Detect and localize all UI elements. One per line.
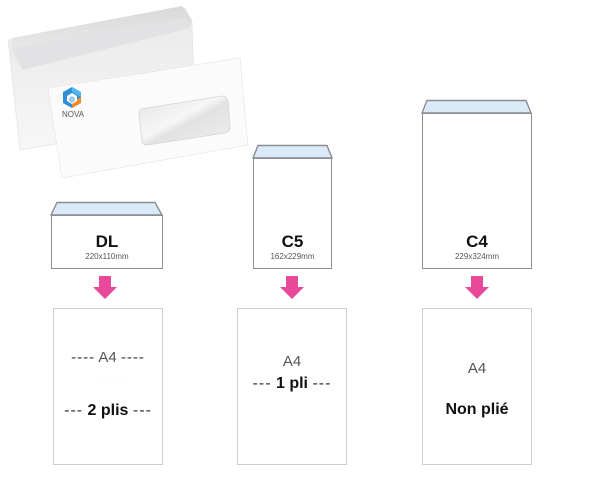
format-size: 229x324mm <box>454 252 500 261</box>
paper-label: A4 <box>98 349 117 366</box>
fold-label: 2 plis <box>87 402 129 419</box>
fold-label: Non plié <box>445 401 509 418</box>
envelope-c5: C5 162x229mm <box>253 158 332 269</box>
down-arrow-icon <box>280 276 304 299</box>
format-name: DL <box>95 232 119 251</box>
fold-label: 1 pli <box>275 375 308 392</box>
a4-page-c4: A4 Non plié <box>422 308 532 465</box>
envelope-c4: C4 229x324mm <box>422 113 532 269</box>
a4-page-c5: A4 --- 1 pli --- <box>237 308 347 465</box>
logo-text: NOVA <box>61 110 85 119</box>
down-arrow-icon <box>93 276 117 299</box>
fold-line-bottom: --- 2 plis --- <box>64 402 152 419</box>
paper-label: A4 <box>467 360 487 377</box>
envelope-photo <box>7 6 249 179</box>
nova-cube-logo-icon <box>63 87 81 108</box>
down-arrow-icon <box>465 276 489 299</box>
a4-page-dl: ---- A4 ---- ···· --- 2 plis --- <box>53 308 163 465</box>
paper-label: A4 <box>282 353 302 370</box>
format-size: 162x229mm <box>270 252 315 261</box>
fold-line-top: ---- A4 ---- <box>71 349 145 366</box>
format-name: C5 <box>281 232 304 251</box>
format-size: 220x110mm <box>85 252 129 261</box>
format-name: C4 <box>466 232 488 251</box>
fold-dots: ···· <box>96 377 128 383</box>
envelope-dl: DL 220x110mm <box>51 215 163 269</box>
fold-line: --- 1 pli --- <box>252 375 332 392</box>
